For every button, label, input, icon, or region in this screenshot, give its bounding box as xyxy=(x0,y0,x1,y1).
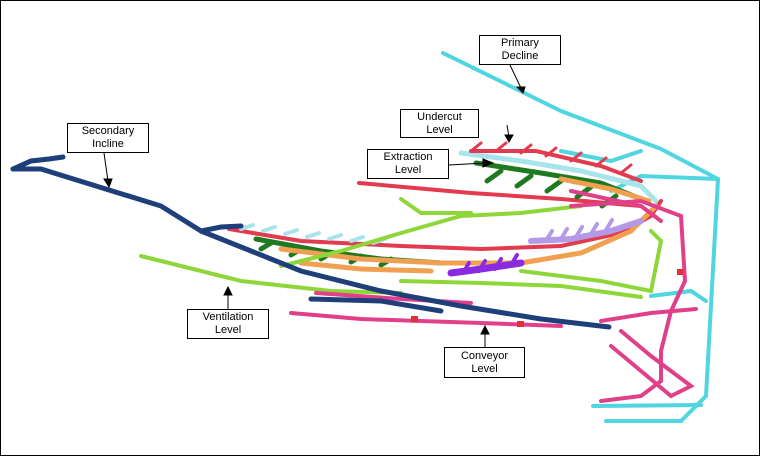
undercut-level-label-line1: Undercut xyxy=(417,110,462,123)
conveyor-level-label-line1: Conveyor xyxy=(460,349,509,362)
undercut-level-label: Undercut Level xyxy=(400,109,479,138)
conveyor-level-label: Conveyor Level xyxy=(444,347,525,378)
secondary-incline-ramp xyxy=(10,154,612,330)
undercut-level-label-line2: Level xyxy=(426,123,453,136)
conveyor-arrowhead xyxy=(480,324,490,335)
extraction-level-label-line1: Extraction xyxy=(383,151,433,163)
ventilation-level-drifts xyxy=(139,197,664,299)
extraction-level-label-line2: Level xyxy=(394,164,422,176)
callout-arrows xyxy=(103,62,526,348)
conveyor-level-label-line2: Level xyxy=(471,362,498,375)
ventilation-arrowhead xyxy=(223,285,233,296)
undercut-arrowhead xyxy=(504,134,514,144)
secondary-incline-label-line2: Incline xyxy=(92,138,124,150)
primary-decline-label-line2: Decline xyxy=(501,50,539,62)
ventilation-level-label-line1: Ventilation xyxy=(202,311,254,323)
ventilation-level-label: Ventilation Level xyxy=(187,309,269,339)
secondary-incline-label: Secondary Incline xyxy=(67,123,149,153)
primary-decline-label-line1: Primary xyxy=(501,37,539,49)
conveyor-level-drifts xyxy=(289,189,698,403)
ventilation-level-label-line2: Level xyxy=(214,324,242,336)
purple-cave-blocks xyxy=(447,218,644,277)
extraction-arrowhead xyxy=(482,158,495,168)
primary-decline-label: Primary Decline xyxy=(479,35,561,65)
primary-decline-arrowhead xyxy=(515,86,526,94)
extraction-level-label: Extraction Level xyxy=(367,149,449,179)
secondary-incline-arrowhead xyxy=(103,178,113,189)
secondary-incline-label-line1: Secondary xyxy=(81,125,135,137)
primary-decline-ramp xyxy=(441,51,721,423)
